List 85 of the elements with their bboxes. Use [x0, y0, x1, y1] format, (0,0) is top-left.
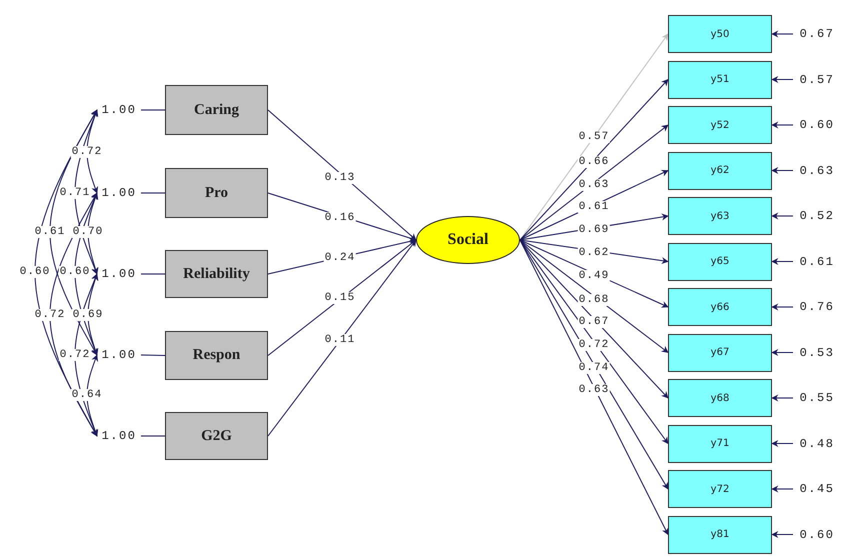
variance-value: 1.00 [97, 347, 141, 363]
indicator-box: y65 [668, 242, 772, 280]
edge-label: 0.67 [578, 316, 610, 328]
indicator-box: y68 [668, 379, 772, 417]
path-arrow [771, 122, 794, 128]
indicator-box: y63 [668, 197, 772, 235]
edge-label: 0.60 [18, 266, 52, 278]
observed-variable-box: G2G [165, 412, 268, 460]
path-arrow [520, 240, 668, 490]
observed-variable-box: Reliability [165, 250, 268, 298]
edge-label: 0.15 [324, 292, 356, 304]
edge-label: 0.63 [578, 179, 610, 191]
edge-label: 0.72 [58, 349, 92, 361]
indicator-box: y51 [668, 60, 772, 98]
error-variance-value: 0.55 [793, 390, 841, 406]
edge-label: 0.16 [324, 212, 356, 224]
error-variance-value: 0.61 [793, 254, 841, 270]
observed-variable-box: Caring [165, 85, 268, 135]
path-arrow [771, 76, 794, 83]
indicator-box: y71 [668, 424, 772, 462]
path-arrow [771, 304, 794, 310]
connector-line [140, 192, 166, 194]
error-variance-value: 0.53 [793, 344, 841, 360]
indicator-box: y81 [668, 516, 772, 554]
path-arrow [771, 212, 794, 220]
variance-value: 1.00 [97, 102, 141, 118]
error-variance-value: 0.63 [793, 162, 841, 178]
path-arrow [771, 440, 794, 447]
edge-label: 0.72 [70, 146, 104, 158]
edge-label: 0.72 [578, 339, 610, 351]
path-arrow [771, 167, 794, 174]
edge-label: 0.68 [578, 294, 610, 306]
edge-label: 0.70 [72, 226, 104, 238]
error-variance-value: 0.45 [793, 481, 841, 497]
path-arrow [268, 240, 417, 356]
variance-value: 1.00 [97, 428, 141, 444]
error-variance-value: 0.76 [793, 299, 841, 315]
covariance-arc [50, 192, 98, 437]
path-arrow [771, 258, 794, 265]
error-variance-value: 0.48 [793, 436, 841, 452]
indicator-box: y50 [668, 15, 772, 53]
edge-label: 0.71 [58, 187, 92, 199]
path-arrow [520, 124, 669, 240]
indicator-box: y72 [668, 470, 772, 508]
indicator-box: y67 [668, 334, 772, 372]
observed-variable-box: Respon [165, 331, 268, 380]
path-arrow [771, 30, 794, 38]
edge-label: 0.49 [578, 270, 610, 282]
latent-variable-ellipse: Social [416, 216, 520, 264]
indicator-box: y62 [668, 152, 772, 190]
edge-label: 0.13 [324, 172, 356, 184]
path-arrow [268, 239, 416, 436]
edge-label: 0.74 [578, 362, 610, 374]
path-arrow [520, 240, 668, 536]
edge-label: 0.61 [34, 226, 66, 238]
edge-label: 0.11 [324, 334, 356, 346]
edge-label: 0.64 [70, 389, 104, 401]
error-variance-value: 0.60 [793, 526, 841, 542]
edge-label: 0.61 [578, 201, 610, 213]
path-arrow [268, 110, 417, 240]
edge-label: 0.63 [578, 384, 610, 396]
indicator-box: y52 [668, 106, 772, 144]
path-arrow [771, 531, 794, 538]
path-arrow [520, 240, 669, 353]
edge-label: 0.66 [578, 156, 610, 168]
path-arrow [520, 78, 668, 240]
edge-label: 0.69 [72, 309, 104, 321]
observed-variable-box: Pro [165, 168, 268, 218]
edge-label: 0.57 [578, 131, 610, 143]
path-arrow [771, 486, 794, 492]
edge-label: 0.24 [324, 252, 356, 264]
path-arrow [520, 240, 668, 398]
indicator-box: y66 [668, 288, 772, 326]
error-variance-value: 0.60 [793, 117, 841, 133]
connector-line [140, 354, 166, 356]
variance-value: 1.00 [97, 185, 141, 201]
error-variance-value: 0.67 [793, 26, 841, 42]
variance-value: 1.00 [97, 266, 141, 282]
error-variance-value: 0.57 [793, 72, 841, 88]
edge-label: 0.60 [58, 266, 92, 278]
edge-label: 0.72 [34, 309, 66, 321]
path-arrow [771, 394, 794, 402]
path-arrow [520, 33, 668, 240]
path-arrow [771, 349, 794, 356]
error-variance-value: 0.52 [793, 208, 841, 224]
